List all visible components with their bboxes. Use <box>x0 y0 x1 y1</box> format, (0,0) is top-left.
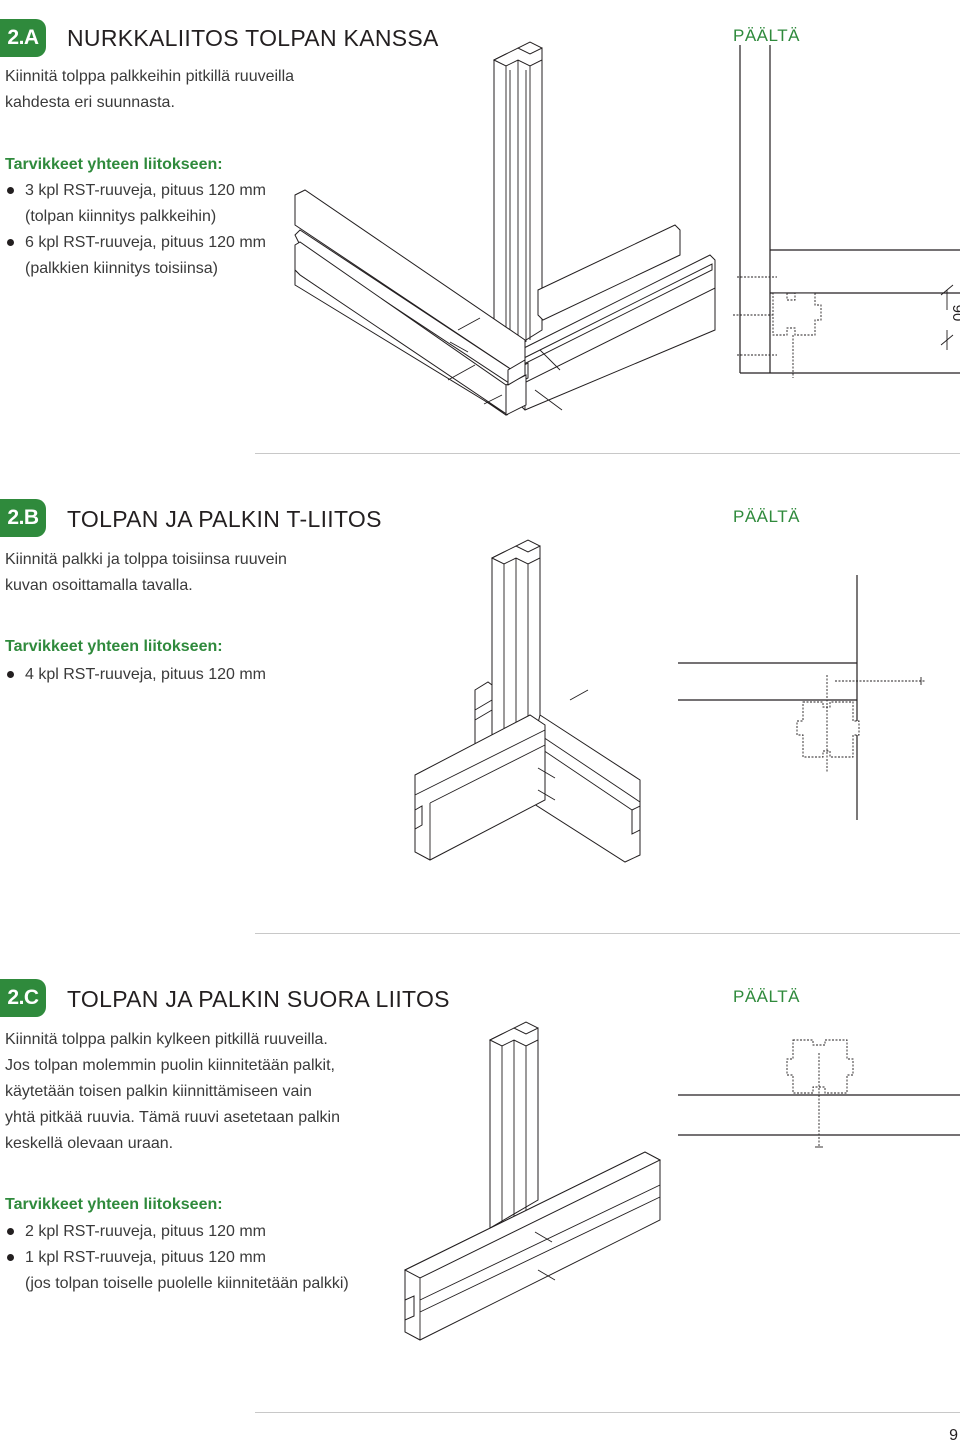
description-line: yhtä pitkää ruuvia. Tämä ruuvi asetetaan… <box>5 1109 341 1126</box>
materials-item: 6 kpl RST-ruuveja, pituus 120 mm (palkkie… <box>5 230 405 282</box>
page-number: 9 <box>949 1427 958 1444</box>
corner-joint-isometric-drawing <box>294 41 716 416</box>
materials-item-note: (palkkien kiinnitys toisiinsa) <box>25 260 218 277</box>
materials-item-note: (tolpan kiinnitys palkkeihin) <box>25 208 217 225</box>
description-line: Kiinnitä palkki ja tolppa toisiinsa ruuv… <box>5 551 287 568</box>
materials-item-note: (jos tolpan toiselle puolelle kiinnitetä… <box>25 1275 349 1292</box>
section-2b: 2.B TOLPAN JA PALKIN T-LIITOS PÄÄLTÄ Kii… <box>0 455 960 935</box>
description-line: kahdesta eri suunnasta. <box>5 94 175 111</box>
materials-item: 3 kpl RST-ruuveja, pituus 120 mm (tolpan … <box>5 178 405 230</box>
bullet-icon <box>7 671 14 678</box>
materials-list: 2 kpl RST-ruuveja, pituus 120 mm 1 kpl R… <box>5 1219 405 1297</box>
corner-joint-plan-view: 90 <box>733 45 960 378</box>
materials-heading: Tarvikkeet yhteen liitokseen: <box>5 156 223 173</box>
description-line: kuvan osoittamalla tavalla. <box>5 577 193 594</box>
materials-heading: Tarvikkeet yhteen liitokseen: <box>5 638 223 655</box>
straight-joint-isometric-drawing <box>403 1021 662 1341</box>
section-badge: 2.C <box>0 979 46 1017</box>
description-line: Kiinnitä tolppa palkin kylkeen pitkillä … <box>5 1031 328 1048</box>
materials-item-text: 2 kpl RST-ruuveja, pituus 120 mm <box>25 1223 266 1240</box>
bullet-icon <box>7 187 14 194</box>
section-2c: 2.C TOLPAN JA PALKIN SUORA LIITOS PÄÄLTÄ… <box>0 935 960 1415</box>
materials-list: 3 kpl RST-ruuveja, pituus 120 mm (tolpan … <box>5 178 405 282</box>
materials-item-text: 6 kpl RST-ruuveja, pituus 120 mm <box>25 234 266 251</box>
straight-joint-plan-view <box>678 1039 960 1148</box>
materials-list: 4 kpl RST-ruuveja, pituus 120 mm <box>5 662 405 688</box>
t-joint-plan-view <box>678 575 925 820</box>
description-line: keskellä olevaan uraan. <box>5 1135 174 1152</box>
description-line: käytetään toisen palkin kiinnittämiseen … <box>5 1083 312 1100</box>
section-description: Kiinnitä tolppa palkin kylkeen pitkillä … <box>5 1027 385 1157</box>
top-view-label: PÄÄLTÄ <box>733 26 800 45</box>
description-line: Jos tolpan molemmin puolin kiinnitetään … <box>5 1057 335 1074</box>
bullet-icon <box>7 1228 14 1235</box>
top-view-label: PÄÄLTÄ <box>733 987 800 1006</box>
bullet-icon <box>7 1254 14 1261</box>
section-description: Kiinnitä palkki ja tolppa toisiinsa ruuv… <box>5 547 385 599</box>
section-divider <box>255 933 960 934</box>
description-line: Kiinnitä tolppa palkkeihin pitkillä ruuv… <box>5 68 295 85</box>
materials-item: 1 kpl RST-ruuveja, pituus 120 mm (jos tol… <box>5 1245 405 1297</box>
materials-item-text: 1 kpl RST-ruuveja, pituus 120 mm <box>25 1249 266 1266</box>
materials-item-text: 4 kpl RST-ruuveja, pituus 120 mm <box>25 666 266 683</box>
materials-item-text: 3 kpl RST-ruuveja, pituus 120 mm <box>25 182 266 199</box>
top-view-label: PÄÄLTÄ <box>733 507 800 526</box>
section-badge: 2.A <box>0 19 46 57</box>
section-badge: 2.B <box>0 499 46 537</box>
materials-item: 4 kpl RST-ruuveja, pituus 120 mm <box>5 662 405 688</box>
bullet-icon <box>7 239 14 246</box>
section-title: TOLPAN JA PALKIN T-LIITOS <box>67 506 382 532</box>
section-title: NURKKALIITOS TOLPAN KANSSA <box>67 25 439 51</box>
section-description: Kiinnitä tolppa palkkeihin pitkillä ruuv… <box>5 64 385 116</box>
section-2a: 2.A NURKKALIITOS TOLPAN KANSSA PÄÄLTÄ Ki… <box>0 0 960 455</box>
dimension-label: 90 <box>949 305 960 322</box>
materials-item: 2 kpl RST-ruuveja, pituus 120 mm <box>5 1219 405 1245</box>
section-divider <box>255 453 960 454</box>
section-divider <box>255 1412 960 1413</box>
materials-heading: Tarvikkeet yhteen liitokseen: <box>5 1196 223 1213</box>
section-title: TOLPAN JA PALKIN SUORA LIITOS <box>67 986 450 1012</box>
t-joint-isometric-drawing <box>414 539 641 863</box>
